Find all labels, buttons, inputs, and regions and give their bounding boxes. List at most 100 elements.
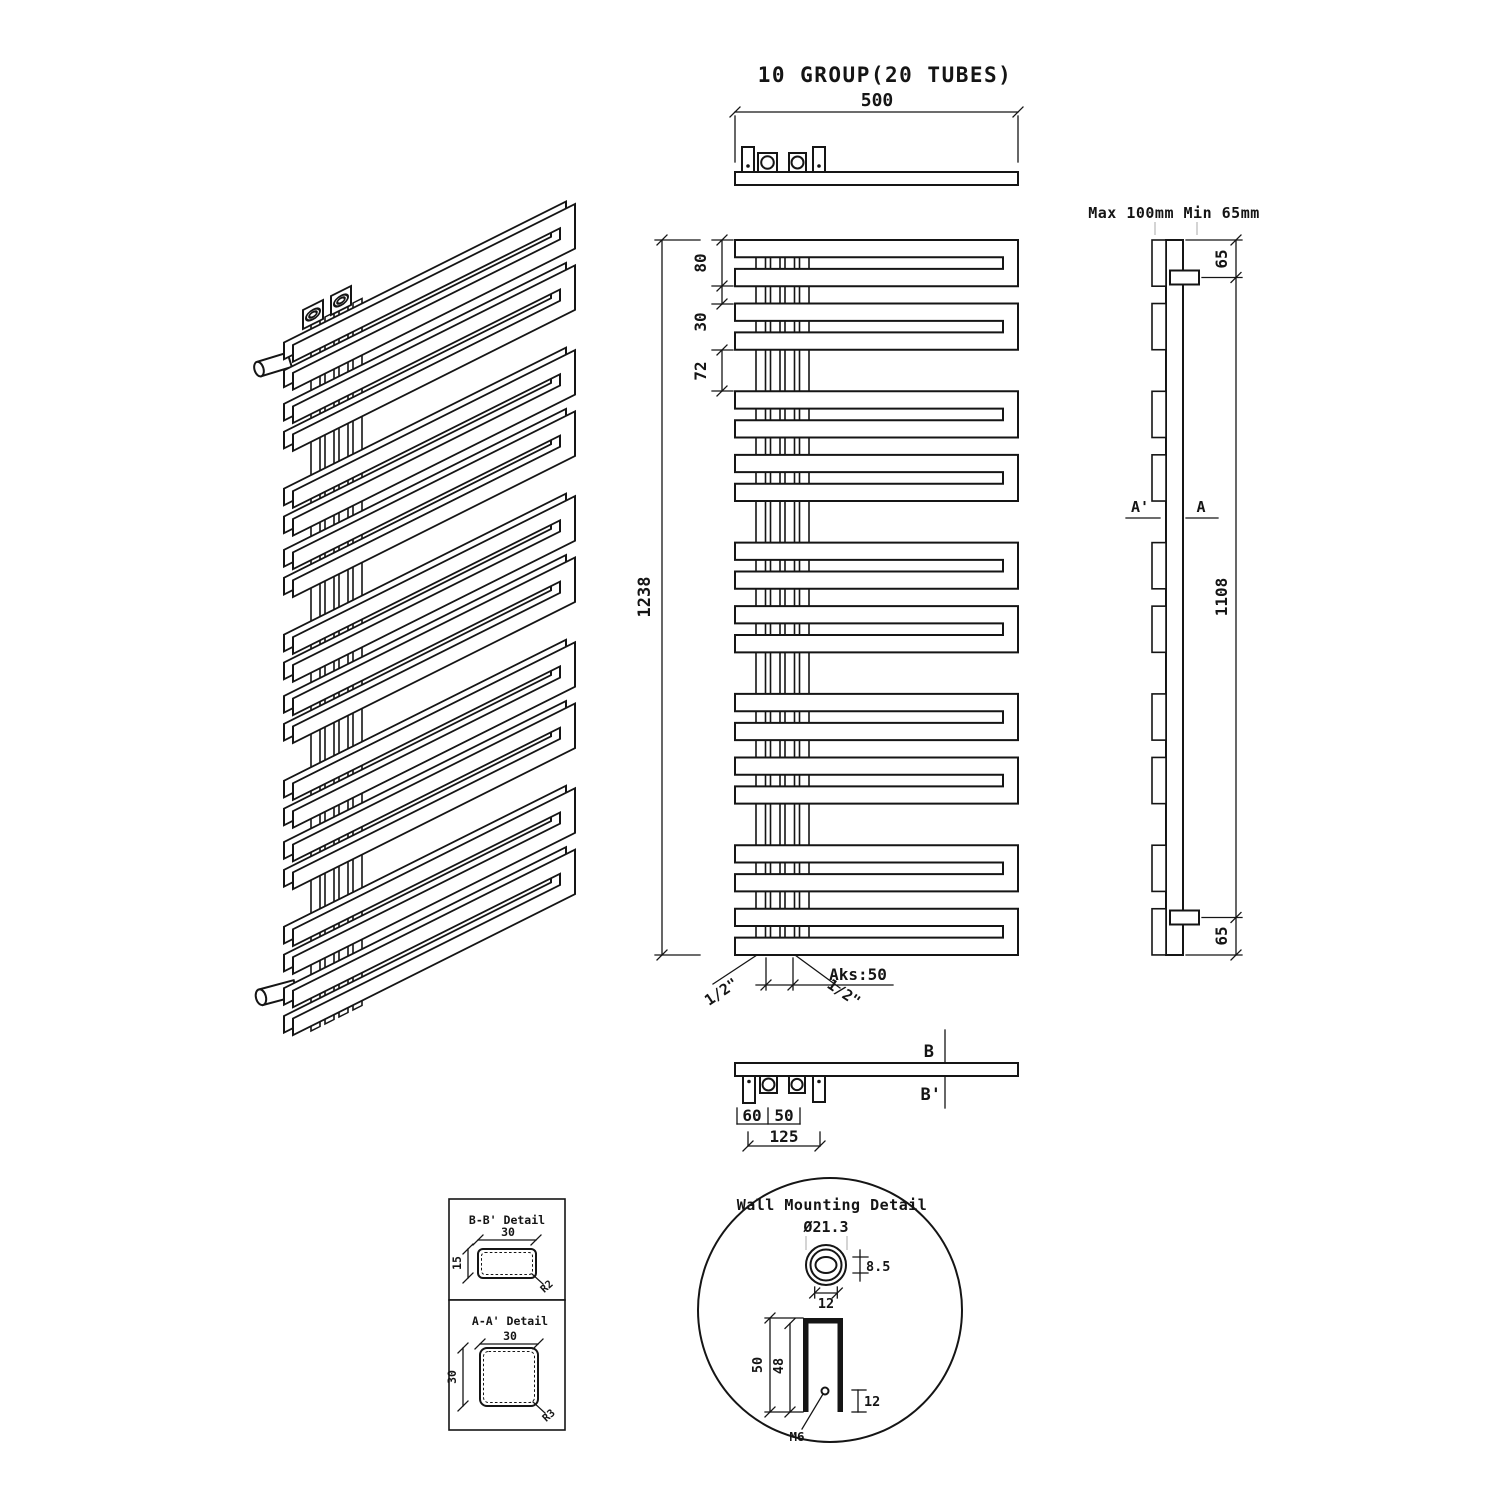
- dim-tick: [457, 1342, 469, 1354]
- dim-48-label: 48: [771, 1358, 787, 1374]
- valve-opening: [790, 155, 805, 170]
- iso-tube-pairs: [283, 200, 576, 1037]
- leader-half-inch-left: [712, 954, 758, 985]
- top-view: 10 GROUP(20 TUBES) 500: [734, 63, 1019, 186]
- section-b-prime-label: B': [921, 1085, 941, 1105]
- dim-tick: [472, 1234, 484, 1246]
- valve-opening: [760, 155, 775, 170]
- dim-tick: [1230, 271, 1242, 284]
- tube-pair: [734, 756, 1019, 805]
- dim-tick: [716, 280, 728, 292]
- dim-125-label: 125: [770, 1127, 799, 1146]
- aa-r3-leader: [532, 1401, 546, 1414]
- dim-tick: [716, 298, 728, 310]
- tube-pair: [292, 263, 576, 453]
- dim-tick: [716, 344, 728, 356]
- dim-60-label: 60: [742, 1106, 761, 1125]
- section-detail-boxes: B-B' Detail 30 15 R2 A-A' Detail 30 30 R…: [445, 1198, 566, 1431]
- bb-r2-leader: [531, 1273, 544, 1285]
- tube-pair: [292, 555, 576, 745]
- bottom-view: B B' 60 50 125: [734, 1029, 1019, 1147]
- tube-pair: [734, 541, 1019, 590]
- bottom-rail: [734, 1062, 1019, 1077]
- aa-detail-title: A-A' Detail: [472, 1314, 548, 1328]
- dim-tick: [808, 1287, 821, 1299]
- tube-pair: [292, 640, 576, 830]
- front-tube-pairs: [734, 239, 1019, 956]
- dim-tick: [716, 385, 728, 397]
- half-inch-left-label: 1/2": [701, 974, 741, 1009]
- side-tube-stubs: [1151, 239, 1167, 956]
- dim-tick: [457, 1400, 469, 1412]
- dim-tick: [787, 979, 799, 991]
- tube-pair: [292, 702, 576, 891]
- front-view: 1238 80 30 72 1/2" 1/2" Aks:50: [635, 239, 1019, 1010]
- tube-pair: [734, 302, 1019, 351]
- dim-tick: [1012, 106, 1024, 118]
- dim-tick: [764, 1406, 776, 1418]
- tube-pair: [734, 692, 1019, 742]
- drawing-title: 10 GROUP(20 TUBES): [758, 63, 1013, 87]
- pipe-section-outer: [805, 1244, 847, 1286]
- dim-tick: [532, 1338, 544, 1350]
- dim-tick: [462, 1243, 474, 1255]
- dim-12-top-label: 12: [818, 1296, 834, 1312]
- pipe-section-inner: [809, 1248, 843, 1282]
- dim-tick: [474, 1338, 486, 1350]
- dim-tick: [530, 1234, 542, 1246]
- tube-end-stub: [1151, 844, 1167, 893]
- tube-pair: [734, 605, 1019, 654]
- tab-hole: [746, 164, 750, 168]
- iso-view: [253, 200, 576, 1037]
- dim-tick: [784, 1406, 796, 1418]
- valve-opening: [790, 1077, 804, 1092]
- tube-pair: [292, 494, 576, 684]
- dim-tick: [764, 1312, 776, 1324]
- leader-half-inch-right: [794, 954, 841, 989]
- wall-bracket-top: [1169, 269, 1200, 286]
- side-view: Max 100mm Min 65mm A' A 65 1108 65: [1088, 204, 1260, 956]
- wall-tab: [812, 1075, 826, 1103]
- aa-dim-30-left-label: 30: [445, 1370, 459, 1384]
- dim-tick: [716, 234, 728, 246]
- tube-pair: [292, 202, 576, 392]
- dim-85-label: 8.5: [866, 1259, 890, 1275]
- pipe-bore: [814, 1256, 838, 1274]
- tube-pair: [734, 390, 1019, 439]
- leader-m6: [801, 1393, 824, 1430]
- tube-pair: [292, 786, 576, 976]
- bb-dim-30-label: 30: [501, 1225, 515, 1239]
- tab-hole: [817, 164, 821, 168]
- dim-dia-label: Ø21.3: [802, 1218, 848, 1236]
- tube-pair: [734, 239, 1019, 288]
- dim-1108-label: 1108: [1212, 578, 1231, 617]
- iso-valve-boss-left: [302, 298, 324, 331]
- iso-valve-boss-right: [330, 284, 352, 317]
- tube-pair: [292, 848, 576, 1037]
- wall-distance-note: Max 100mm Min 65mm: [1088, 204, 1260, 222]
- wall-bracket-bottom: [1169, 909, 1200, 926]
- tube-end-stub: [1151, 907, 1167, 956]
- section-b-label: B: [924, 1042, 934, 1062]
- aa-tube-profile-inner: [483, 1351, 535, 1403]
- dim-tick: [1230, 234, 1242, 246]
- dim-tick: [1230, 949, 1242, 961]
- tube-end-stub: [1151, 693, 1167, 741]
- section-a-label: A: [1196, 498, 1205, 516]
- tube-pair: [734, 453, 1019, 503]
- dim-1238-label: 1238: [635, 577, 655, 618]
- pipe-stub-cap: [253, 360, 265, 378]
- dim-aks-label: Aks:50: [829, 965, 887, 984]
- mounting-profile-section: [803, 1318, 843, 1412]
- dim-tick: [462, 1272, 474, 1284]
- wall-detail-title: Wall Mounting Detail: [737, 1196, 928, 1214]
- valve-opening: [761, 1077, 776, 1092]
- tube-end-stub: [1151, 239, 1167, 288]
- aa-dim-30-top-label: 30: [503, 1329, 517, 1343]
- tube-end-stub: [1151, 541, 1167, 590]
- dim-tick: [784, 1317, 796, 1330]
- dim-tick: [656, 949, 668, 961]
- bb-detail-title: B-B' Detail: [469, 1213, 545, 1227]
